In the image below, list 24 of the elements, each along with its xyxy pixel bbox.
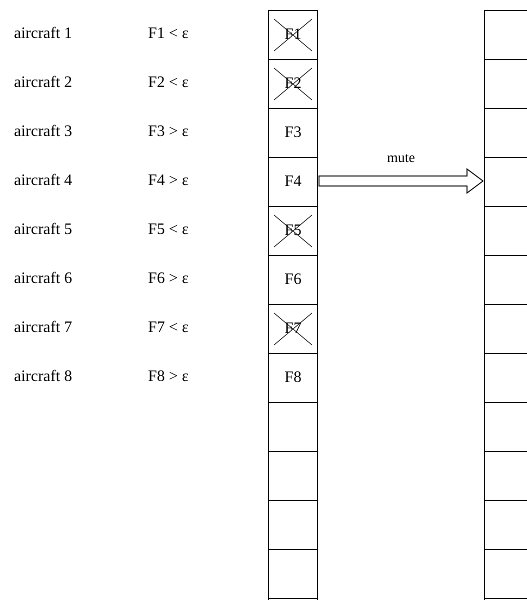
row-label: aircraft 3 xyxy=(14,123,72,141)
condition-text: F3 > ε xyxy=(148,123,189,141)
row-label: aircraft 8 xyxy=(14,368,72,386)
condition-text: F6 > ε xyxy=(148,270,189,288)
condition-text: F4 > ε xyxy=(148,172,189,190)
condition-text: F1 < ε xyxy=(148,25,189,43)
cell-text: F8 xyxy=(284,368,302,386)
cell-text: F6 xyxy=(284,270,302,288)
condition-text: F2 < ε xyxy=(148,74,189,92)
cell-column xyxy=(268,10,318,600)
row-label: aircraft 1 xyxy=(14,25,72,43)
cell-text: F4 xyxy=(284,172,302,190)
cell-column xyxy=(484,10,527,600)
row-label: aircraft 7 xyxy=(14,319,72,337)
hollow-arrow xyxy=(318,168,484,194)
condition-text: F5 < ε xyxy=(148,221,189,239)
edge-label: mute xyxy=(386,150,416,168)
cell-text: F3 xyxy=(284,124,302,142)
row-label: aircraft 6 xyxy=(14,270,72,288)
condition-text: F7 < ε xyxy=(148,319,189,337)
row-label: aircraft 2 xyxy=(14,74,72,92)
condition-text: F8 > ε xyxy=(148,368,189,386)
row-label: aircraft 5 xyxy=(14,221,72,239)
row-label: aircraft 4 xyxy=(14,172,72,190)
